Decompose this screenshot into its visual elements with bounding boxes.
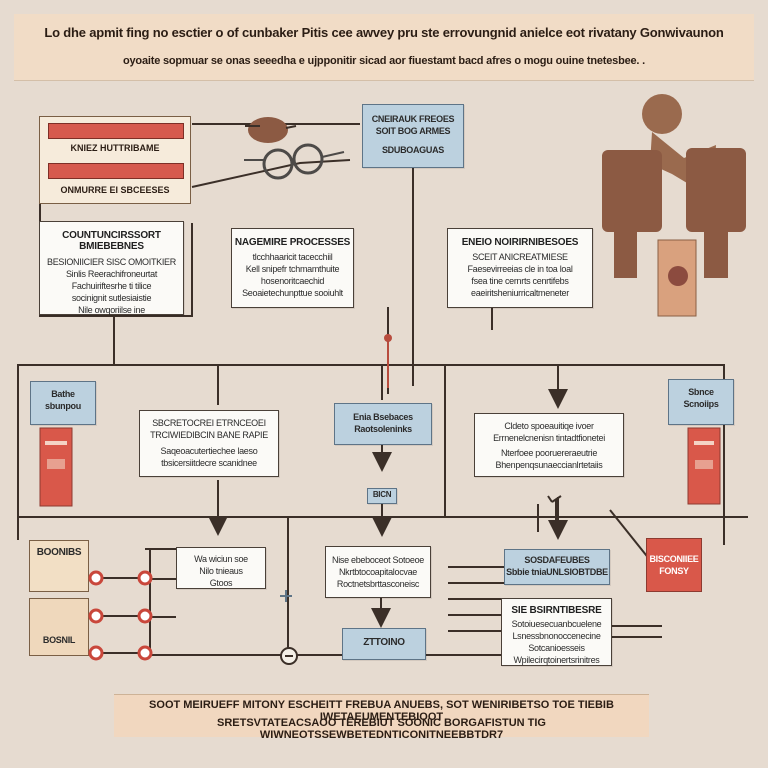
box-top-center-line-1: CNEIRAUK FREOES [371, 114, 455, 124]
small-connector-mark [280, 590, 292, 602]
box-center-main-title: NAGEMIRE PROCESSES [234, 237, 351, 248]
box-right-main-line-2: Faesevirreeias cle in toa loal [467, 264, 573, 274]
box-bottom-right-main: SIE BSIRNTIBESRE Sotoiuesecuanbcuelene L… [501, 598, 612, 666]
box-mid-left-line-3: Saqeoacutertiechee laeso [160, 446, 258, 456]
scroll-icon [537, 495, 562, 532]
red-marker [384, 334, 392, 388]
box-mid-left-line-4: tbsicersiitdecre scanidnee [161, 458, 257, 468]
box-right-side-blue: Sbnce Scnoiips [668, 379, 734, 425]
network-grid-1 [17, 364, 725, 545]
box-bottom-left-small: Wa wiciun soe Nilo tnieaus Gtoos [176, 547, 266, 589]
bird-icon [245, 117, 297, 143]
footer-line-2: SRETSVTATEACSAOO TEREBIUT SOONIC BORGAFI… [217, 717, 546, 741]
badge-icon [39, 427, 73, 507]
box-top-center: CNEIRAUK FREOES SOIT BOG ARMES SDUBOAGUA… [362, 104, 464, 168]
left-bottom-scroll-line-1: BOSNIL [42, 635, 76, 645]
right-branches-2 [610, 625, 662, 638]
box-bottom-left-small-line-1: Wa wiciun soe [194, 554, 248, 564]
box-bottom-left-small-line-3: Gtoos [209, 578, 233, 588]
left-bottom-scroll: BOSNIL [29, 598, 89, 656]
top-left-label-2: ONMURRE EI SBCEESES [60, 185, 170, 195]
seated-figure-icon [602, 94, 746, 317]
box-mid-center-blue: Enia Bsebaces Raotsoleninks [334, 403, 432, 445]
box-center-main: NAGEMIRE PROCESSES tlcchhaaricit tacecch… [231, 228, 354, 308]
box-mid-center-blue-line-1: Enia Bsebaces [353, 412, 413, 422]
header-line-2: oyoaite sopmuar se onas seeedha e ujppon… [123, 55, 645, 67]
top-left-label-1: KNIEZ HUTTRIBAME [70, 143, 160, 153]
box-right-side-blue-line-2: Scnoiips [683, 399, 719, 409]
box-bottom-left-small-line-2: Nilo tnieaus [199, 566, 243, 576]
box-right-main-line-1: SCEIT ANICREATMIESE [472, 252, 568, 262]
box-bottom-center-blue-line-1: ZTTOINO [363, 637, 405, 648]
left-top-scroll: BOONIBS [29, 540, 89, 592]
box-mid-left-line-1: SBCRETOCREI ETRNCEOEI [152, 418, 266, 428]
box-left-main-line-2: Sinlis Reerachifroneurtat [65, 269, 158, 279]
box-right-main-line-3: fsea tine cernrts cenrtifebs [471, 276, 569, 286]
box-bottom-right-main-title: SIE BSIRNTIBESRE [511, 605, 602, 616]
box-mid-center-blue-line-2: Raotsoleninks [354, 424, 412, 434]
box-bottom-center-line-1: Nise ebeboceot Sotoeoe [332, 555, 424, 565]
header-line-1: Lo dhe apmit fing no esctier o of cunbak… [44, 25, 724, 40]
box-left-side-blue-line-1: Bathe [51, 389, 75, 399]
box-top-center-line-2: SOIT BOG ARMES [375, 126, 451, 136]
box-mid-left: SBCRETOCREI ETRNCEOEI TRCIWIEDIBCIN BANE… [139, 410, 279, 477]
top-left-red-band-2 [48, 163, 184, 179]
footer: SOOT MEIRUEFF MITONY ESCHEITT FREBUA ANU… [114, 694, 649, 741]
box-right-side-blue-line-1: Sbnce [688, 387, 714, 397]
footer-line-1: SOOT MEIRUEFF MITONY ESCHEITT FREBUA ANU… [149, 699, 614, 723]
glasses-icon [244, 143, 345, 180]
box-bottom-center: Nise ebeboceot Sotoeoe Nkrtbtocoapitaloc… [325, 546, 431, 598]
box-bottom-right-blue: SOSDAFEUBES Sbbie tniaUNLSIOBTDBE [504, 549, 610, 585]
box-bottom-right-main-line-1: Sotoiuesecuanbcuelene [511, 619, 602, 629]
box-bottom-right-blue-line-2: Sbbie tniaUNLSIOBTDBE [506, 567, 608, 577]
box-mid-right-line-3: Nterfoee pooruereraeutrie [500, 448, 598, 458]
box-mid-left-line-2: TRCIWIEDIBCIN BANE RAPIE [150, 430, 268, 440]
box-mid-right-line-2: Errnenelcnenisn tintadtfionetei [493, 433, 605, 443]
small-center-label-text: BICN [372, 490, 392, 499]
box-center-main-line-1: tlcchhaaricit tacecchiil [252, 252, 333, 262]
box-left-side-blue: Bathe sbunpou [30, 381, 96, 425]
top-left-red-band-1 [48, 123, 184, 139]
box-left-main-line-5: Nile owqoriilse ine [78, 305, 145, 315]
left-top-scroll-line-1: BOONIBS [36, 547, 82, 558]
box-mid-right-line-1: Cldeto spoeauitiqe ivoer [504, 421, 594, 431]
box-bottom-center-blue: ZTTOINO [342, 628, 426, 660]
box-left-main-line-3: Fachuiriftesrhe ti tilice [71, 281, 152, 291]
bottom-right-red-tag: BISCONIIEE FONSY [646, 538, 702, 592]
box-center-main-line-2: Kell snipefr tchmamthuite [245, 264, 340, 274]
box-left-main-line-1: BESIONIICIER SISC OMOITKIER [47, 257, 176, 267]
box-bottom-center-line-3: Roctnetsbrttasconeisc [336, 579, 420, 589]
box-left-main: COUNTUNCIRSSORT BMIEBEBNES BESIONIICIER … [39, 221, 184, 315]
left-frame-line [39, 116, 193, 317]
box-right-main-title: ENEIO NOIRIRNIBESOES [461, 237, 579, 248]
bottom-right-red-tag-line-2: FONSY [659, 566, 689, 576]
box-bottom-right-main-line-3: Sotcanioesseis [528, 643, 585, 653]
box-bottom-right-main-line-2: Lsnessbnonoccenecine [512, 631, 601, 641]
small-center-label: BICN [367, 488, 397, 504]
box-left-main-line-4: socinignit sutlesiaistie [71, 293, 152, 303]
box-top-center-line-3: SDUBOAGUAS [381, 145, 444, 155]
header: Lo dhe apmit fing no esctier o of cunbak… [14, 14, 754, 81]
box-right-main-line-4: eaeiritsheniurricaltmeneter [471, 288, 569, 298]
box-left-main-title: COUNTUNCIRSSORT BMIEBEBNES [62, 230, 161, 252]
bottom-right-red-tag-line-1: BISCONIIEE [649, 554, 699, 564]
box-mid-right: Cldeto spoeauitiqe ivoer Errnenelcnenisn… [474, 413, 624, 477]
line-left-down [17, 316, 115, 366]
box-right-main: ENEIO NOIRIRNIBESOES SCEIT ANICREATMIESE… [447, 228, 593, 308]
box-center-main-line-4: Seoaietechunpttue sooiuhlt [242, 288, 343, 298]
right-badge-icon [687, 427, 721, 505]
top-left-panel: KNIEZ HUTTRIBAME ONMURRE EI SBCEESES [39, 116, 191, 204]
box-bottom-right-blue-line-1: SOSDAFEUBES [524, 555, 590, 565]
box-mid-right-line-4: Bhenpenqsunaeccianlrtetaiis [495, 460, 603, 470]
left-nodes [88, 570, 153, 661]
red-tag-line [609, 509, 651, 561]
box-center-main-line-3: hosenoritcaechid [260, 276, 325, 286]
connector-node [280, 647, 298, 665]
box-left-side-blue-line-2: sbunpou [45, 401, 81, 411]
top-link-2 [191, 159, 351, 188]
box-bottom-right-main-line-4: Wpilecirqtoinertsrinitres [513, 655, 600, 665]
right-branches [448, 566, 505, 632]
box-bottom-center-line-2: Nkrtbtocoapitalocvae [338, 567, 418, 577]
